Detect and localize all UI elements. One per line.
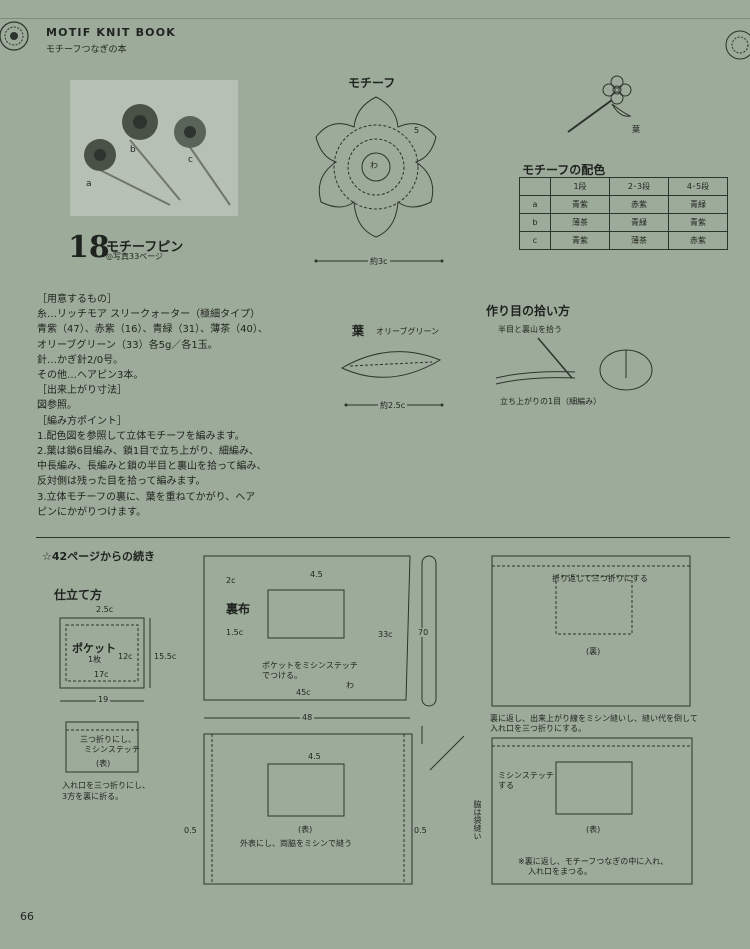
materials-line: オリーブグリーン（33）各5g／各1玉。 <box>37 339 218 351</box>
book-subtitle: モチーフつなぎの本 <box>46 45 127 55</box>
lining-dim-70: 70 <box>418 628 429 637</box>
pocket-label: ポケット <box>72 642 116 655</box>
pocket-fold-note1: 三つ折りにし、 <box>80 735 136 744</box>
pin-leaf-label: 葉 <box>632 125 640 134</box>
color-table-cell: 赤紫 <box>668 231 728 250</box>
pickup-diagram <box>495 337 653 391</box>
pattern-title: モチーフピン <box>106 240 184 255</box>
leaf-width-label: 約2.5c <box>378 400 408 411</box>
pocket-fold-note2: ミシンステッチ <box>84 745 140 754</box>
step3-face: (裏) <box>586 647 601 656</box>
step3-caption1: 裏に返し、出来上がり線をミシン縫いし、縫い代を倒して <box>490 714 698 723</box>
pickup-label-top: 半目と裏山を拾う <box>498 325 562 334</box>
color-table-row: c 青紫 薄茶 赤紫 <box>519 231 728 250</box>
motif-crochet-chart <box>315 96 437 238</box>
lining-dim-45: 4.5 <box>310 570 323 579</box>
flower-logo-icon <box>0 21 29 51</box>
materials-line: ［出来上がり寸法］ <box>37 385 127 397</box>
materials-line: その他…ヘアピン3本。 <box>37 370 144 382</box>
lining-dim-33c: 33c <box>378 630 393 639</box>
step4-stitch1: ミシンステッチ <box>498 771 554 780</box>
lining-pocket-note2: でつける。 <box>262 671 302 680</box>
pocket-dim-width: 19 <box>96 695 111 704</box>
step4-side-label: 脇は袋縫い <box>473 800 482 840</box>
color-table-title: モチーフの配色 <box>522 163 606 177</box>
lining-label: 裏布 <box>226 602 251 616</box>
pocket-count: 1枚 <box>88 655 102 664</box>
step4-note2: 入れ口をまつる。 <box>528 867 592 876</box>
step2-caption: 外表にし、両脇をミシンで縫う <box>238 838 354 849</box>
step2-dim-left: 0.5 <box>184 826 197 835</box>
color-table-cell: 薄茶 <box>609 231 669 250</box>
product-photo <box>70 80 238 216</box>
step2-face: (表) <box>298 825 313 834</box>
photo-label-a: a <box>86 179 92 189</box>
book-title: MOTIF KNIT BOOK <box>46 26 177 39</box>
materials-line: ピンにかがりつけます。 <box>37 506 147 518</box>
step2-dim-right: 0.5 <box>414 826 427 835</box>
materials-line: 3.立体モチーフの裏に、葉を重ねてかがり、ヘア <box>37 491 256 503</box>
leaf-subtitle: オリーブグリーン <box>376 327 440 336</box>
motif-round-label: 5 <box>414 126 420 135</box>
pattern-number: 18 <box>68 230 110 265</box>
finish-title: 仕立て方 <box>54 588 103 602</box>
materials-line: 青紫（47）、赤紫（16）、青緑（31）、薄茶（40）、 <box>37 324 268 336</box>
corner-ornament-icon <box>725 30 750 60</box>
motif-title: モチーフ <box>348 76 396 90</box>
motif-center-label: わ <box>370 161 378 170</box>
materials-line: 図参照。 <box>37 400 77 412</box>
pocket-fold-caption1: 入れ口を三つ折りにし、 <box>62 781 150 790</box>
pocket-fold-caption2: 3方を裏に折る。 <box>62 792 124 801</box>
lining-dim-48: 48 <box>300 713 315 722</box>
hairpin-photo-illustration <box>84 104 231 206</box>
materials-text: ［用意するもの］ 糸…リッチモア スリークォーター（極細タイプ） 青紫（47）、… <box>37 292 367 520</box>
step2-dim-45: 4.5 <box>308 752 321 761</box>
lining-dim-45c: 45c <box>296 688 311 697</box>
lining-pocket-note1: ポケットをミシンステッチ <box>262 661 358 670</box>
pocket-fold-face: (表) <box>96 759 111 768</box>
color-table: 1段 2･3段 4･5段 a 青紫 赤紫 青緑 b 薄茶 青緑 青紫 c 青紫 … <box>519 177 728 250</box>
materials-line: ［用意するもの］ <box>37 294 117 305</box>
page-number: 66 <box>20 910 34 923</box>
pocket-dim-top: 2.5c <box>96 605 114 614</box>
photo-reference: ◎写真33ページ <box>106 252 163 261</box>
hairpin-diagram <box>567 75 632 133</box>
top-divider <box>0 18 750 19</box>
pocket-dim-right: 12c <box>118 652 133 661</box>
step4-note1: ※裏に返し、モチーフつなぎの中に入れ、 <box>518 857 669 866</box>
section-divider <box>36 537 730 538</box>
pickup-title: 作り目の拾い方 <box>486 304 571 318</box>
step3-fold-note: 折り返して三つ折りにする <box>552 574 648 583</box>
step4-face: (表) <box>586 825 601 834</box>
materials-line: 針…かぎ針2/0号。 <box>37 354 124 366</box>
lining-dim-2c: 2c <box>226 576 236 585</box>
materials-line: 1.配色図を参照して立体モチーフを編みます。 <box>37 430 245 442</box>
lining-wa-label: わ <box>346 681 354 690</box>
materials-line: 糸…リッチモア スリークォーター（極細タイプ） <box>37 309 261 321</box>
materials-line: 中長編み、長編みと鎖の半目と裏山を拾って編み、 <box>37 461 267 473</box>
materials-line: 反対側は残った目を拾って編みます。 <box>37 476 206 488</box>
step3-caption2: 入れ口を三つ折りにする。 <box>490 724 587 733</box>
pocket-dim-outer-right: 15.5c <box>154 652 177 661</box>
photo-label-b: b <box>130 145 136 155</box>
pocket-dim-bottom: 17c <box>94 670 109 679</box>
continued-title: ☆42ページからの続き <box>42 550 155 563</box>
pickup-label-bottom: 立ち上がりの1目（細編み） <box>500 397 602 406</box>
materials-line: 2.葉は鎖6目編み、鎖1目で立ち上がり、細編み、 <box>37 446 259 458</box>
photo-label-c: c <box>188 155 193 165</box>
lining-dim-15c: 1.5c <box>226 628 244 637</box>
motif-width-label: 約3c <box>368 256 390 267</box>
materials-line: ［編み方ポイント］ <box>37 415 127 427</box>
leaf-title: 葉 <box>352 324 365 338</box>
step4-stitch2: する <box>498 781 514 790</box>
